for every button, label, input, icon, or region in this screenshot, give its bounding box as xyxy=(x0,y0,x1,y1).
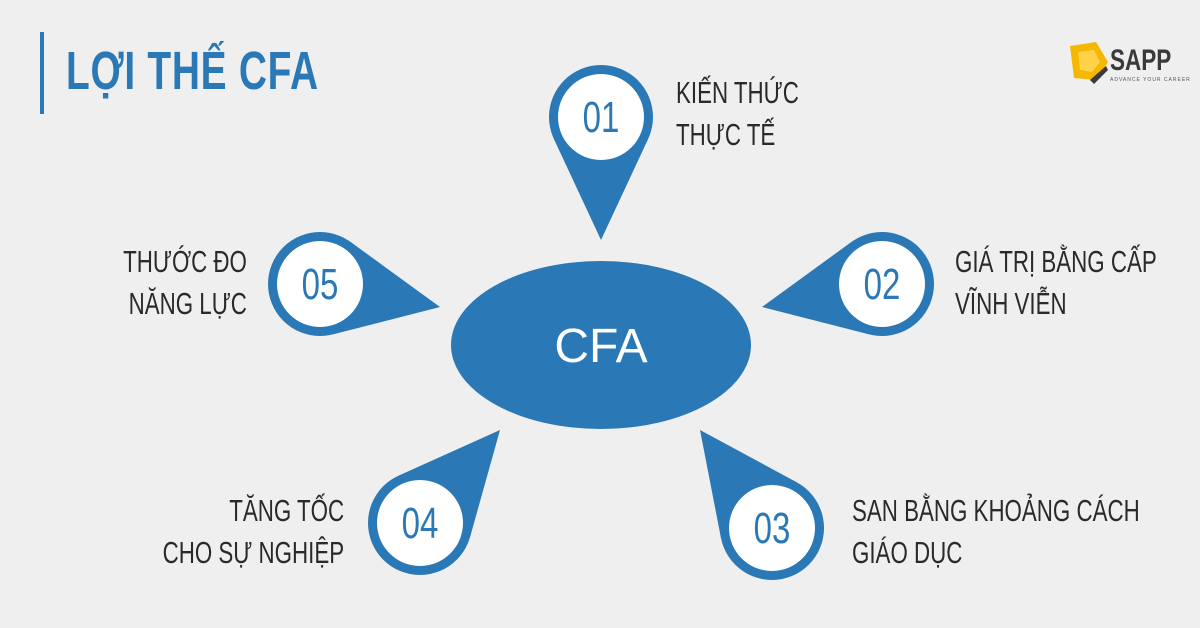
pin-inner xyxy=(839,241,925,327)
item-04-line-2: CHO SỰ NGHIỆP xyxy=(162,535,344,570)
pin-02: 02 xyxy=(762,232,934,336)
pin-inner xyxy=(277,241,363,327)
pin-inner xyxy=(558,74,644,160)
pin-inner xyxy=(729,485,815,571)
pin-inner xyxy=(377,480,463,566)
item-03-line-1: SAN BẰNG KHOẢNG CÁCH xyxy=(852,493,1140,528)
title-accent-bar xyxy=(40,32,44,114)
item-01-line-1: KIẾN THỨC xyxy=(676,75,799,110)
page-title: LỢI THẾ CFA xyxy=(66,41,319,101)
sapp-logo-icon xyxy=(1070,42,1108,84)
item-05-line-1: THƯỚC ĐO xyxy=(123,244,247,279)
center-label: CFA xyxy=(554,320,647,373)
pin-number: 03 xyxy=(754,505,791,554)
logo-tagline: ADVANCE YOUR CAREER xyxy=(1110,77,1191,83)
item-04-label: TĂNG TỐC CHO SỰ NGHIỆP xyxy=(162,490,344,574)
item-01-label: KIẾN THỨC THỰC TẾ xyxy=(676,72,799,156)
pin-04: 04 xyxy=(368,430,500,575)
pin-05: 05 xyxy=(268,232,440,336)
item-05-label: THƯỚC ĐO NĂNG LỰC xyxy=(123,241,247,325)
center-ellipse xyxy=(451,261,751,429)
item-04-line-1: TĂNG TỐC xyxy=(229,493,344,528)
logo-text: SAPP xyxy=(1110,44,1172,77)
item-05-line-2: NĂNG LỰC xyxy=(128,286,247,321)
item-03-line-2: GIÁO DỤC xyxy=(852,535,963,570)
item-01-line-2: THỰC TẾ xyxy=(676,117,776,152)
pin-number: 05 xyxy=(302,261,339,310)
pin-03: 03 xyxy=(700,430,824,580)
pin-number: 02 xyxy=(864,261,901,310)
pin-number: 04 xyxy=(402,500,439,549)
item-02-line-1: GIÁ TRỊ BẰNG CẤP xyxy=(955,244,1157,279)
item-03-label: SAN BẰNG KHOẢNG CÁCH GIÁO DỤC xyxy=(852,490,1140,574)
pin-number: 01 xyxy=(583,94,620,143)
pin-01: 01 xyxy=(549,65,653,240)
item-02-line-2: VĨNH VIỄN xyxy=(955,286,1067,321)
item-02-label: GIÁ TRỊ BẰNG CẤP VĨNH VIỄN xyxy=(955,241,1157,325)
